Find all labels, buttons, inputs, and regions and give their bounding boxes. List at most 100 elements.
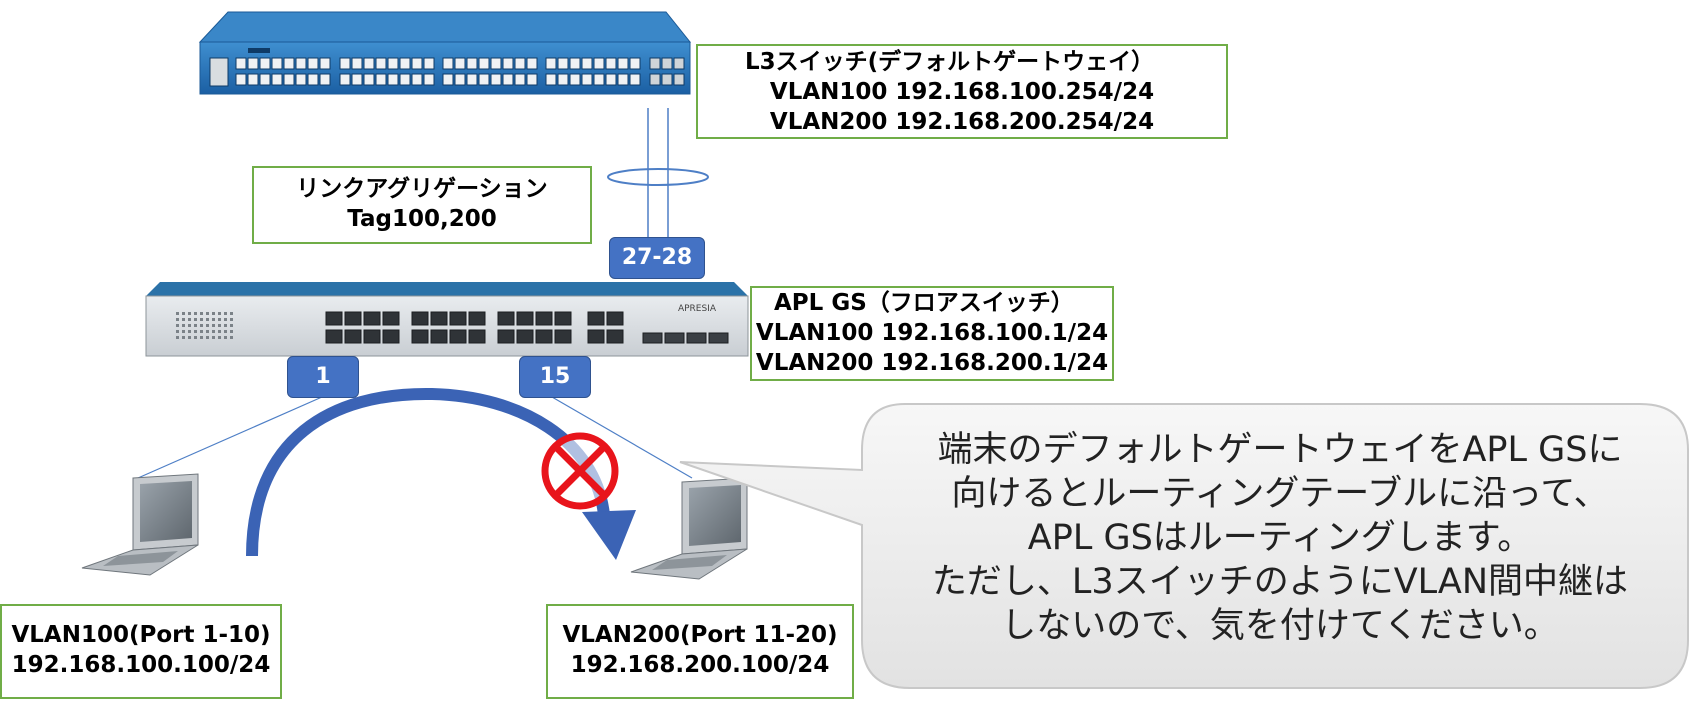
l3-ethernet-port [319,73,331,86]
gs-led [230,318,233,321]
l3-switch-label-box: L3スイッチ(デフォルトゲートウェイ） VLAN100 192.168.100.… [696,44,1228,139]
gs-ethernet-port [325,329,343,344]
gs-ethernet-port [535,329,553,344]
apl-gs-title: APL GS（フロアスイッチ） [774,290,1074,316]
l3-ethernet-port [478,57,490,70]
gs-led [230,312,233,315]
gs-ethernet-port [497,311,515,326]
l3-sfp-port [661,57,673,70]
pc-vlan100-label: VLAN100(Port 1-10) [11,622,271,648]
l3-ethernet-port [502,57,514,70]
gs-ethernet-port [411,311,429,326]
cable-port-15 [551,396,693,479]
gs-led [218,324,221,327]
l3-ethernet-port [375,73,387,86]
gs-led [188,330,191,333]
l3-switch-device [198,11,692,95]
l3-ethernet-port [490,57,502,70]
l3-ethernet-port [235,57,247,70]
l3-ethernet-port [283,73,295,86]
l3-ethernet-port [514,73,526,86]
l3-ethernet-port [569,57,581,70]
gs-ethernet-port [363,329,381,344]
link-aggregation-tags: Tag100,200 [347,206,497,232]
gs-ethernet-port [382,311,400,326]
callout-line: APL GSはルーティングします。 [1027,518,1533,558]
pc-vlan200-label-box: VLAN200(Port 11-20) 192.168.200.100/24 [546,604,854,699]
l3-ethernet-port [411,73,423,86]
gs-led [212,318,215,321]
gs-ethernet-port [449,329,467,344]
blocked-icon [541,432,619,510]
cable-port-1 [137,396,323,479]
apl-gs-vlan100: VLAN100 192.168.100.1/24 [755,320,1109,346]
l3-ethernet-port [295,73,307,86]
l3-ethernet-port [478,73,490,86]
gs-led [224,318,227,321]
gs-ethernet-port [382,329,400,344]
l3-ethernet-port [247,57,259,70]
gs-led [200,336,203,339]
l3-ethernet-port [307,57,319,70]
l3-ethernet-port [351,57,363,70]
gs-ethernet-port [468,311,486,326]
l3-ethernet-port [339,57,351,70]
gs-ethernet-port [516,311,534,326]
gs-combo-port [587,329,605,344]
gs-led [200,330,203,333]
gs-ethernet-port [344,329,362,344]
gs-led [206,324,209,327]
l3-ethernet-port [545,73,557,86]
gs-led [194,312,197,315]
laptop-vlan100-icon [81,473,199,576]
gs-sfp-port [642,332,663,344]
gs-led [206,336,209,339]
l3-ethernet-port [629,73,641,86]
l3-ethernet-port [351,73,363,86]
l3-ethernet-port [271,57,283,70]
gs-led [182,330,185,333]
callout-bubble [679,403,1689,689]
l3-ethernet-port [557,73,569,86]
l3-ethernet-port [617,73,629,86]
gs-led [224,336,227,339]
l3-ethernet-port [526,73,538,86]
gs-led [200,324,203,327]
gs-combo-port [606,329,624,344]
gs-combo-port [606,311,624,326]
gs-led [194,336,197,339]
gs-led [218,336,221,339]
gs-led [230,336,233,339]
gs-led [176,330,179,333]
port-badge-15: 15 [519,356,591,398]
gs-sfp-port [686,332,707,344]
gs-ethernet-port [449,311,467,326]
l3-ethernet-port [442,57,454,70]
l3-ethernet-port [593,73,605,86]
gs-led [194,330,197,333]
gs-led [212,330,215,333]
l3-ethernet-port [319,57,331,70]
l3-ethernet-port [339,73,351,86]
port-badge-1: 1 [287,356,359,398]
pc-vlan200-label: VLAN200(Port 11-20) [562,622,838,648]
link-aggregation-title: リンクアグリゲーション [296,176,548,202]
l3-ethernet-port [423,57,435,70]
l3-ethernet-port [399,57,411,70]
gs-led [176,312,179,315]
gs-led [182,318,185,321]
gs-led [212,312,215,315]
l3-ethernet-port [295,57,307,70]
pc-vlan200-ip: 192.168.200.100/24 [570,652,830,678]
l3-ethernet-port [259,57,271,70]
gs-sfp-port [708,332,729,344]
port-badge-27-28: 27-28 [609,237,705,279]
gs-ethernet-port [516,329,534,344]
gs-ethernet-port [325,311,343,326]
l3-ethernet-port [629,57,641,70]
l3-ethernet-port [514,57,526,70]
link-aggregation-label-box: リンクアグリゲーション Tag100,200 [252,166,592,244]
apresia-logo: APRESIA [678,304,717,314]
gs-led [206,330,209,333]
